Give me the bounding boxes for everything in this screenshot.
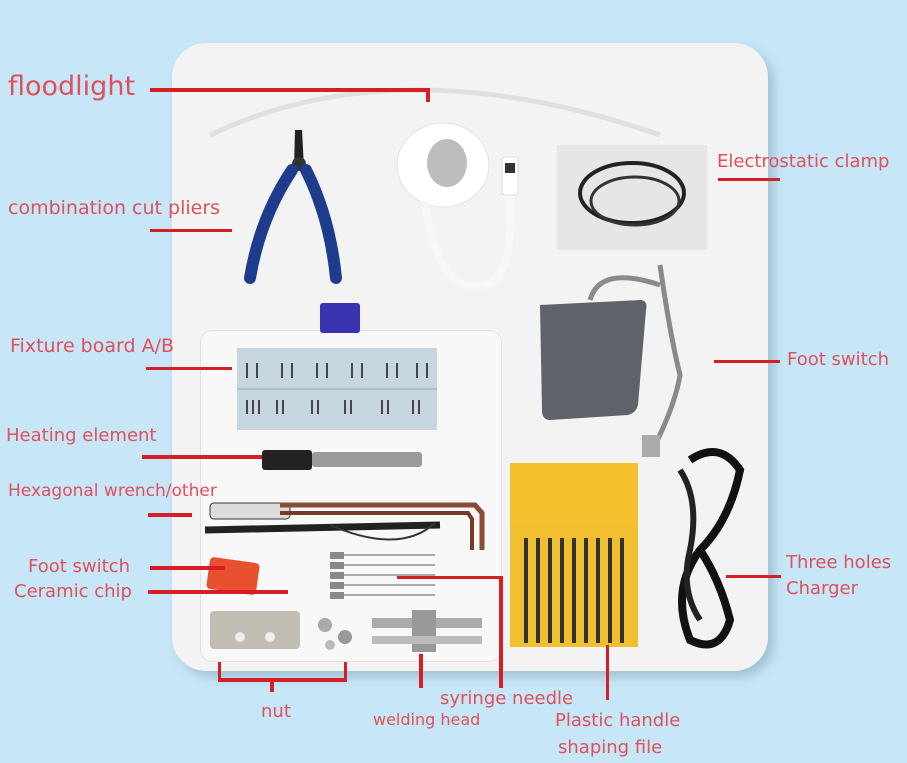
label-charger-line1: Three holes [786, 552, 892, 573]
leader-line-syringe-horiz [397, 576, 501, 579]
leader-line-foot-pedal [714, 360, 780, 363]
leader-line-electrostatic-clamp [718, 178, 780, 181]
label-electrostatic-clamp: Electrostatic clamp [717, 151, 890, 172]
leader-line-fixture-board [146, 367, 232, 370]
label-heating-element: Heating element [6, 425, 157, 446]
leader-line-floodlight-drop [426, 88, 430, 102]
label-foot-switch-small: Foot switch [28, 556, 130, 577]
cut-pliers-icon [244, 130, 342, 284]
label-hex-wrench: Hexagonal wrench/other [8, 481, 217, 501]
label-nut: nut [261, 701, 291, 722]
syringe-needle-icon [330, 552, 435, 599]
label-pliers: combination cut pliers [8, 197, 221, 219]
leader-line-file [606, 645, 609, 700]
electrostatic-clamp-icon [557, 145, 707, 250]
leader-nut-right [344, 662, 347, 680]
leader-line-ceramic-chip [148, 590, 288, 594]
foot-pedal-icon [540, 264, 683, 457]
leader-line-pliers [150, 229, 232, 232]
leader-nut-left [218, 662, 221, 680]
label-fixture-board: Fixture board A/B [10, 335, 175, 357]
leader-line-charger [726, 575, 781, 578]
leader-line-welding-head [419, 654, 423, 688]
box-latch [320, 303, 360, 333]
label-welding-head: welding head [373, 710, 481, 729]
welding-head-icon [372, 610, 482, 652]
leader-nut-stem [270, 680, 274, 692]
fixture-board-icon [237, 348, 437, 430]
hex-wrench-icon [204, 502, 485, 550]
label-ceramic-chip: Ceramic chip [14, 581, 132, 602]
floodlight-lamp-icon [396, 122, 519, 292]
leader-line-floodlight [150, 88, 430, 92]
nuts-icon [210, 611, 352, 650]
label-syringe-needle: syringe needle [440, 688, 574, 709]
needle-file-set-icon [510, 463, 638, 647]
label-file-line1: Plastic handle [555, 710, 681, 731]
label-floodlight: floodlight [8, 71, 136, 102]
label-charger-line2: Charger [786, 578, 858, 599]
leader-nut-bar [218, 678, 347, 682]
label-file-line2: shaping file [558, 737, 663, 758]
label-foot-switch-pedal: Foot switch [787, 349, 889, 370]
leader-line-foot-switch-small [150, 566, 225, 570]
leader-line-syringe-vert [499, 576, 503, 688]
heating-element-icon [262, 450, 422, 470]
power-cord-icon [677, 448, 745, 649]
leader-line-heating-element [142, 455, 262, 459]
leader-line-hex-wrench [148, 513, 192, 517]
